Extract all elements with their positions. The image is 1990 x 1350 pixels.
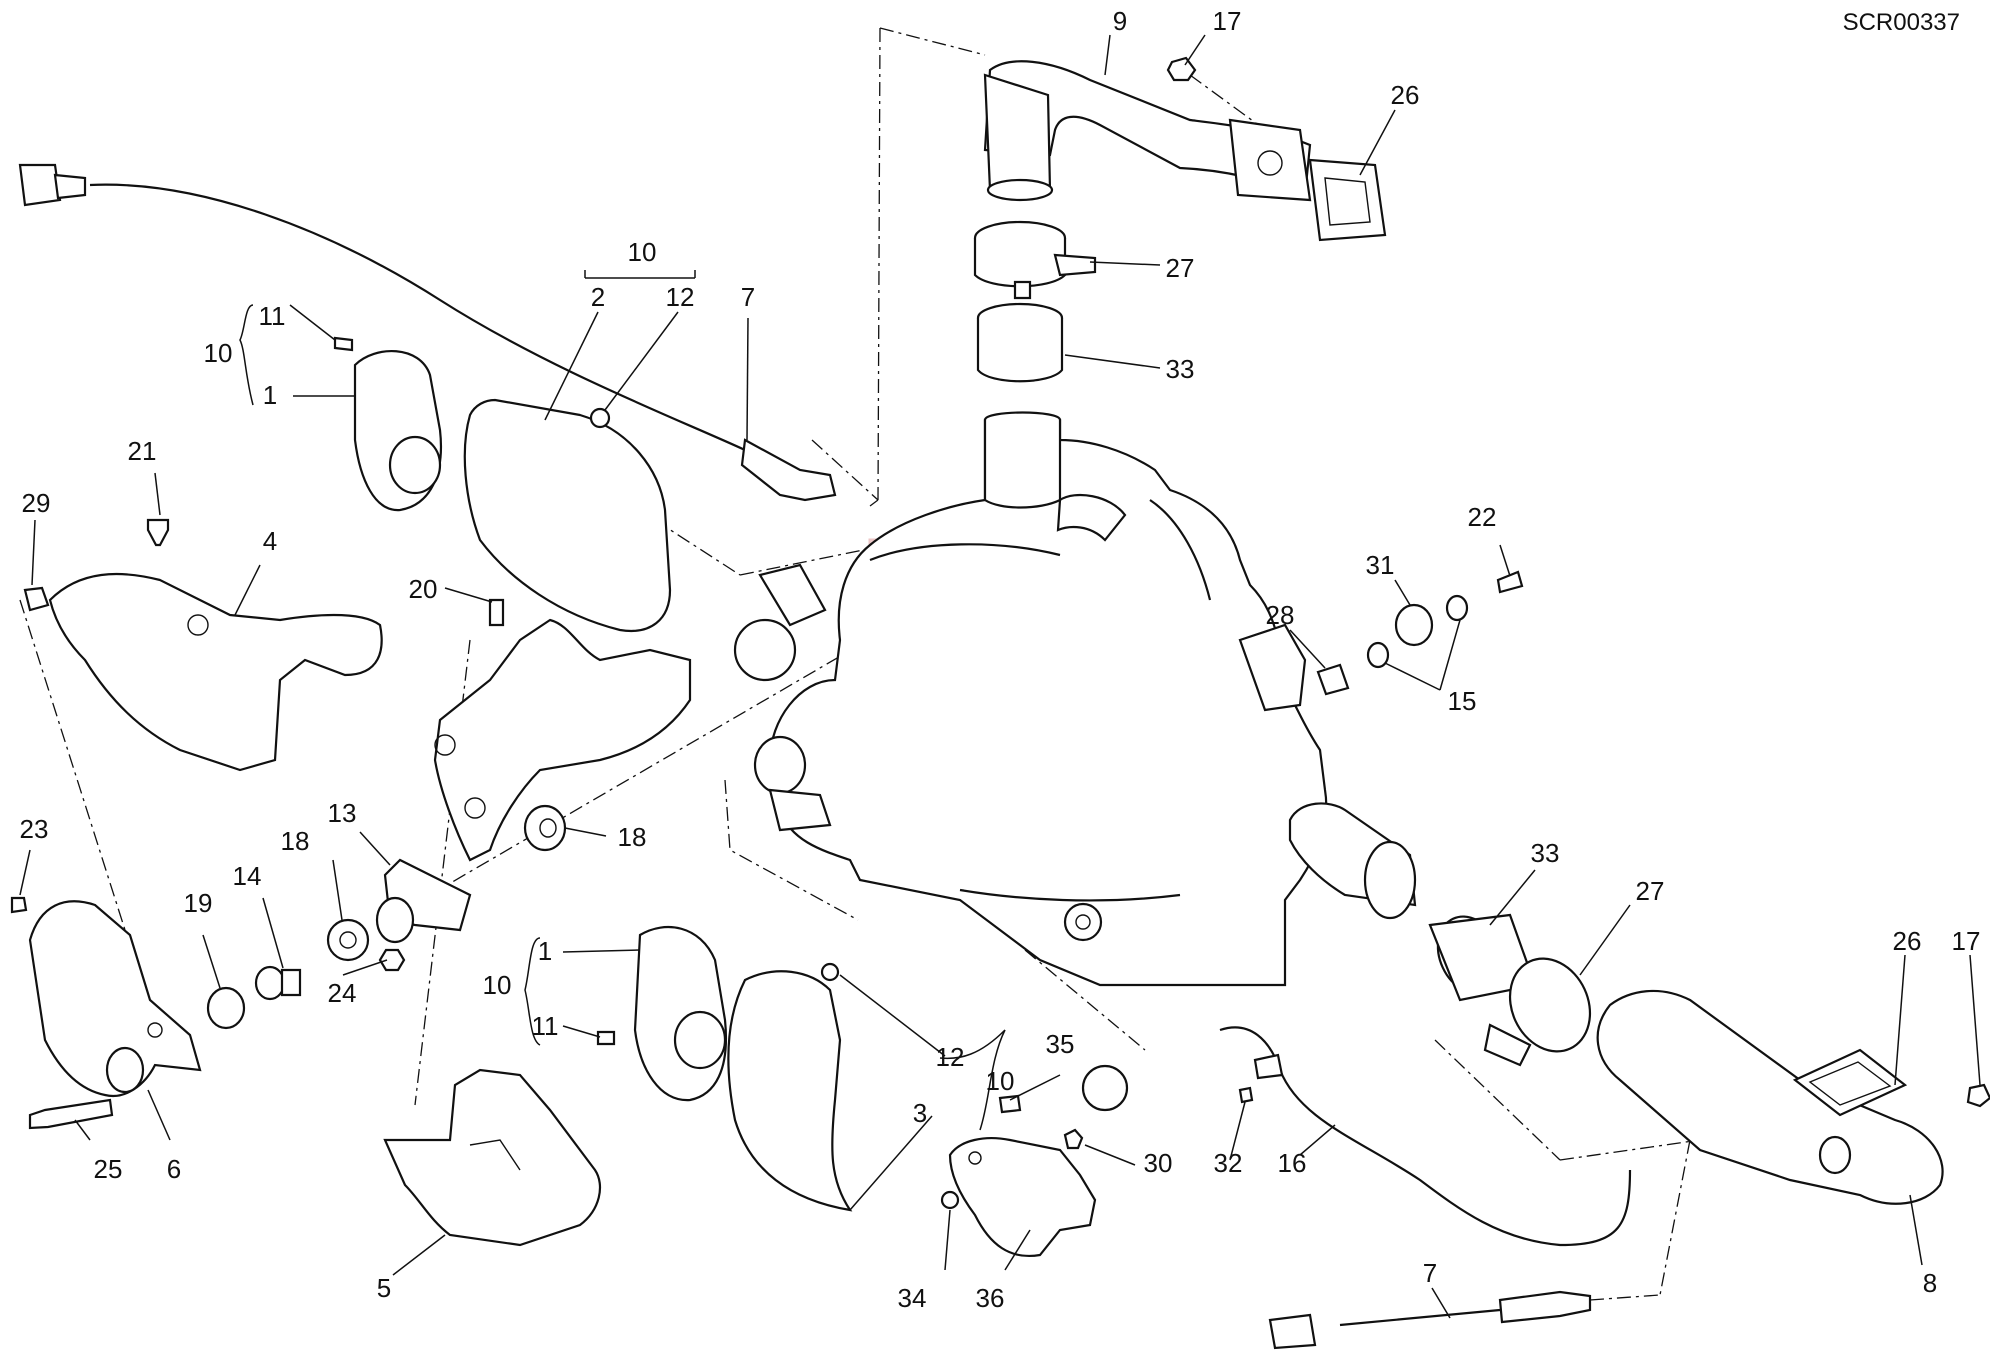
- callout-22: 22: [1468, 502, 1497, 532]
- part-28-clip: [1316, 663, 1350, 696]
- callout-labels: SCR00337 9 17 26 27 33 10 2 12 7 11 10 1…: [20, 6, 1981, 1313]
- part-33-lower-sleeve: [1428, 913, 1537, 1002]
- callout-12-top: 12: [666, 282, 695, 312]
- part-15-washer-b: [1445, 594, 1469, 622]
- part-19-grommet: [206, 986, 246, 1030]
- part-22-screw: [1496, 570, 1524, 594]
- callout-1-top: 1: [263, 380, 277, 410]
- callout-27-top: 27: [1166, 253, 1195, 283]
- figure-code: SCR00337: [1843, 9, 1960, 36]
- part-5-lower-heat-shield: [383, 1068, 602, 1247]
- part-24-nut: [378, 948, 406, 972]
- part-7-upper-lambda-sensor: [18, 163, 837, 502]
- part-9-upper-pipe: [983, 60, 1312, 202]
- callout-16: 16: [1278, 1148, 1307, 1178]
- callout-23: 23: [20, 814, 49, 844]
- part-20-bracket: [433, 598, 692, 862]
- callout-4: 4: [263, 526, 277, 556]
- callout-17-top: 17: [1213, 6, 1242, 36]
- callout-10-top: 10: [628, 237, 657, 267]
- part-12-upper-grommet: [589, 407, 611, 429]
- callout-30: 30: [1144, 1148, 1173, 1178]
- part-11-upper-screw: [333, 336, 354, 352]
- callout-14: 14: [233, 861, 262, 891]
- callout-24: 24: [328, 978, 357, 1008]
- part-34-washer: [940, 1190, 960, 1210]
- part-35-clip: [998, 1094, 1022, 1114]
- part-23-screw: [10, 896, 28, 914]
- callout-13: 13: [328, 798, 357, 828]
- part-30-valve: [1063, 1064, 1129, 1150]
- part-36-guard: [948, 1137, 1097, 1258]
- part-27-lower-clamp: [1483, 957, 1592, 1067]
- callout-29: 29: [22, 488, 51, 518]
- part-12-lower-grommet: [820, 962, 840, 982]
- part-17-lower-nut: [1966, 1083, 1990, 1108]
- callout-27-lower: 27: [1636, 876, 1665, 906]
- callout-26-top: 26: [1391, 80, 1420, 110]
- part-18-grommet-left: [326, 918, 370, 962]
- callout-20: 20: [409, 574, 438, 604]
- part-18-grommet-right: [523, 804, 567, 852]
- callout-10-lower-left: 10: [483, 970, 512, 1000]
- part-2-heat-shield: [463, 398, 672, 633]
- callout-33-top: 33: [1166, 354, 1195, 384]
- callout-5: 5: [377, 1273, 391, 1303]
- part-26-upper-gasket: [1308, 158, 1387, 242]
- callout-9: 9: [1113, 6, 1127, 36]
- callout-10-lower-right: 10: [986, 1066, 1015, 1096]
- callout-8: 8: [1923, 1268, 1937, 1298]
- part-16-cable: [1219, 1026, 1632, 1247]
- part-7-lower-lambda-sensor: [1268, 1290, 1592, 1350]
- callout-35: 35: [1046, 1029, 1075, 1059]
- part-17-upper-nut: [1166, 56, 1197, 82]
- callout-31: 31: [1366, 550, 1395, 580]
- part-11-lower-screw: [596, 1030, 616, 1046]
- callout-7-top: 7: [741, 282, 755, 312]
- callout-3: 3: [913, 1098, 927, 1128]
- callout-12-lower: 12: [936, 1042, 965, 1072]
- callout-17-lower: 17: [1952, 926, 1981, 956]
- part-27-upper-clamp: [973, 220, 1097, 300]
- main-silencer-body: [733, 411, 1417, 987]
- part-33-upper-sleeve: [976, 302, 1064, 383]
- part-1-upper-cover: [353, 349, 442, 512]
- callout-34: 34: [898, 1283, 927, 1313]
- callout-6: 6: [167, 1154, 181, 1184]
- part-15-washer-a: [1366, 641, 1390, 669]
- part-8-lower-pipe: [1596, 989, 1944, 1205]
- part-25-bolt: [28, 1098, 114, 1130]
- part-4-heat-shield: [23, 572, 383, 772]
- part-13-bracket: [375, 858, 472, 944]
- callout-1-lower: 1: [538, 936, 552, 966]
- callout-18-right: 18: [618, 822, 647, 852]
- part-26-lower-gasket: [1792, 1048, 1908, 1117]
- callout-32: 32: [1214, 1148, 1243, 1178]
- callout-26-lower: 26: [1893, 926, 1922, 956]
- part-1-lower-cover: [633, 925, 727, 1102]
- callout-7-lower: 7: [1423, 1258, 1437, 1288]
- callout-36: 36: [976, 1283, 1005, 1313]
- callout-11-top: 11: [259, 301, 286, 331]
- part-6-mounting-plate: [28, 900, 202, 1098]
- part-3-lower-heat-shield: [727, 970, 853, 1212]
- callout-28: 28: [1266, 600, 1295, 630]
- callout-25: 25: [94, 1154, 123, 1184]
- callout-2: 2: [591, 282, 605, 312]
- callout-11-lower: 11: [532, 1011, 559, 1041]
- callout-19: 19: [184, 888, 213, 918]
- callout-10-left: 10: [204, 338, 233, 368]
- callout-33-lower: 33: [1531, 838, 1560, 868]
- callout-21: 21: [128, 436, 157, 466]
- leader-lines: [19, 34, 1981, 1319]
- part-31-damper: [1394, 603, 1434, 647]
- part-14-spacer: [254, 965, 302, 1001]
- part-32-clip: [1238, 1086, 1254, 1104]
- part-21-screw: [146, 518, 170, 547]
- callout-15: 15: [1448, 686, 1477, 716]
- callout-18-left: 18: [281, 826, 310, 856]
